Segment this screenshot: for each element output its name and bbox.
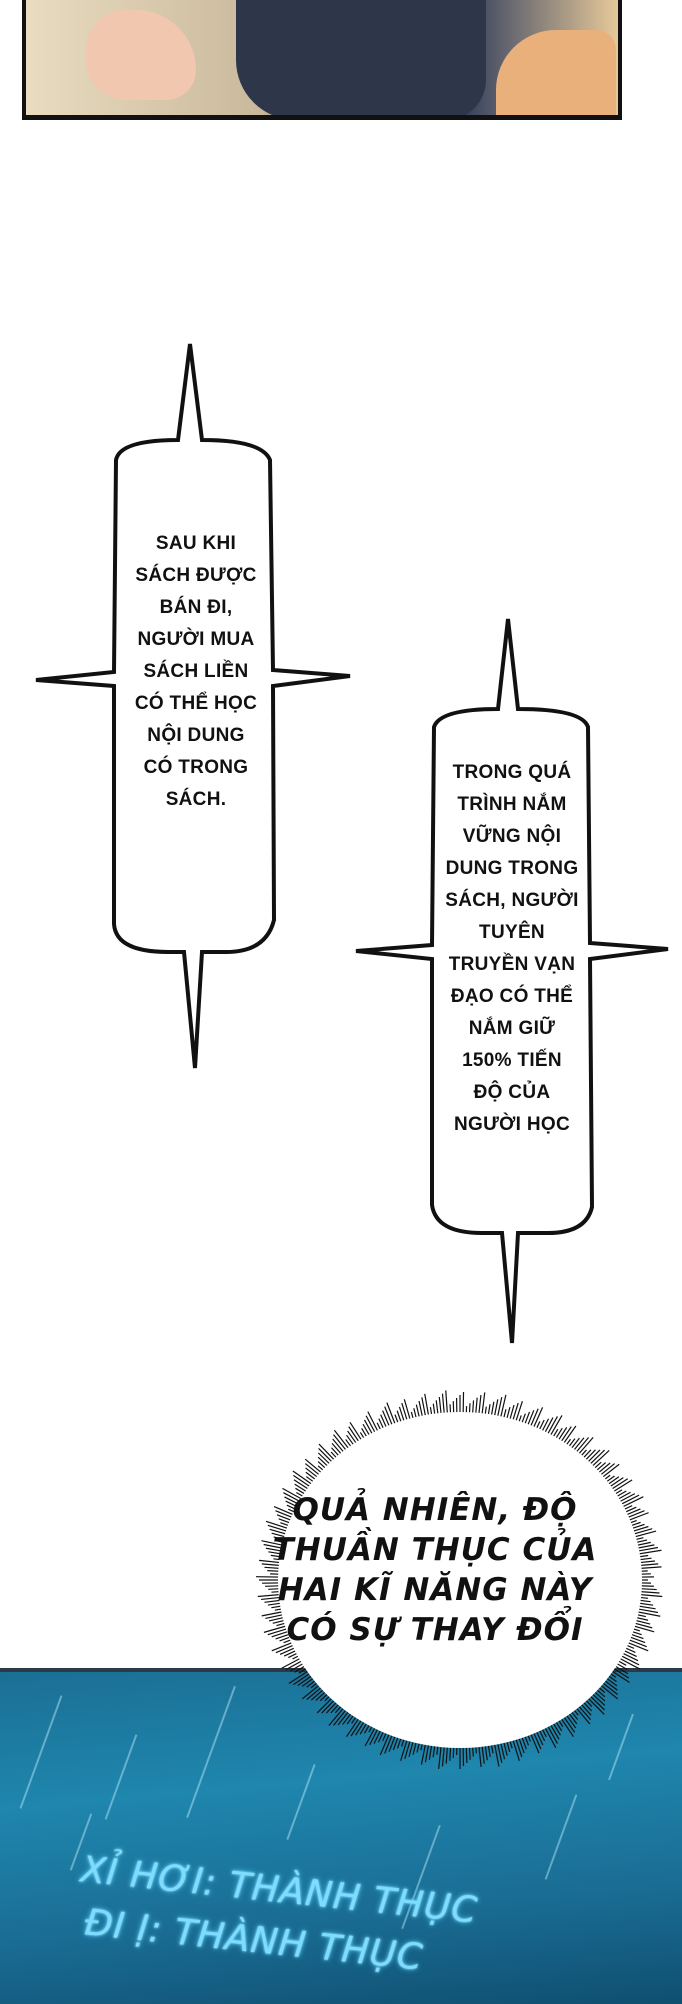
bubble-line: CÓ THỂ HỌC <box>118 688 274 720</box>
burst-line: CÓ SỰ THAY ĐỔI <box>270 1610 600 1650</box>
bubble-line: CÓ TRONG <box>118 752 274 784</box>
bubble-line: VỮNG NỘI <box>432 821 592 853</box>
burst-bubble-text: QUẢ NHIÊN, ĐỘ THUẦN THỤC CỦA HAI KĨ NĂNG… <box>270 1490 600 1650</box>
hand-illustration <box>86 10 196 100</box>
bubble-line: NGƯỜI MUA <box>118 624 274 656</box>
bubble-line: SÁCH LIỀN <box>118 656 274 688</box>
bubble-line: 150% TIẾN <box>432 1045 592 1077</box>
bubble-line: SAU KHI <box>118 528 274 560</box>
burst-line: THUẦN THỤC CỦA <box>270 1530 600 1570</box>
arm-illustration <box>496 30 616 120</box>
burst-line: HAI KĨ NĂNG NÀY <box>270 1570 600 1610</box>
bubble-line: SÁCH, NGƯỜI <box>432 885 592 917</box>
bubble-line: BÁN ĐI, <box>118 592 274 624</box>
bubble-line: NỘI DUNG <box>118 720 274 752</box>
bubble-line: TRÌNH NẮM <box>432 789 592 821</box>
bubble-line: ĐẠO CÓ THỂ <box>432 981 592 1013</box>
speech-bubble-left-text: SAU KHI SÁCH ĐƯỢC BÁN ĐI, NGƯỜI MUA SÁCH… <box>118 528 274 816</box>
speech-bubble-right-text: TRONG QUÁ TRÌNH NẮM VỮNG NỘI DUNG TRONG … <box>432 757 592 1141</box>
bubble-line: SÁCH. <box>118 784 274 816</box>
bubble-line: DUNG TRONG <box>432 853 592 885</box>
bubble-line: TUYÊN <box>432 917 592 949</box>
bubble-line: NẮM GIỮ <box>432 1013 592 1045</box>
bubble-line: ĐỘ CỦA <box>432 1077 592 1109</box>
bubble-line: SÁCH ĐƯỢC <box>118 560 274 592</box>
bubble-line: TRUYỀN VẠN <box>432 949 592 981</box>
coat-illustration <box>236 0 486 120</box>
top-comic-panel <box>22 0 622 120</box>
bubble-line: TRONG QUÁ <box>432 757 592 789</box>
burst-line: QUẢ NHIÊN, ĐỘ <box>270 1490 600 1530</box>
bubble-line: NGƯỜI HỌC <box>432 1109 592 1141</box>
